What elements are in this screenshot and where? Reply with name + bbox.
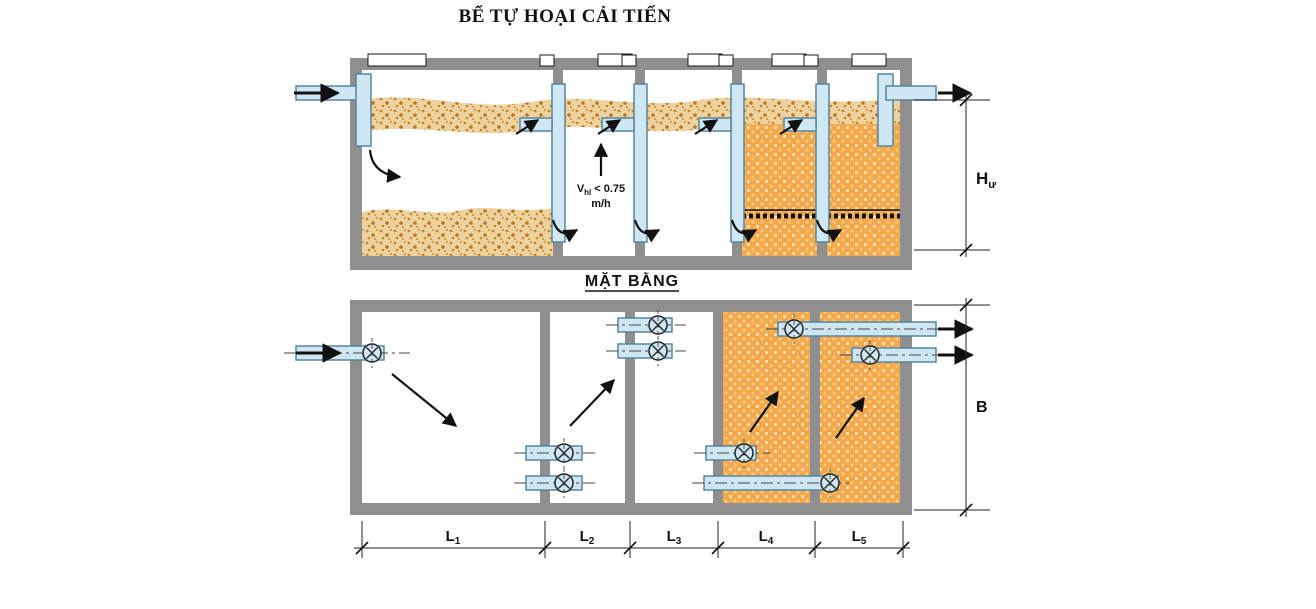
flow-arrow-pipe-outlet bbox=[633, 219, 661, 243]
dim-tick bbox=[959, 93, 973, 107]
dim-tick bbox=[959, 298, 973, 312]
vent-opening bbox=[539, 54, 555, 67]
dim-tick bbox=[959, 243, 973, 257]
length-dimensions: L1 L2 L3 L4 L5 bbox=[354, 521, 910, 558]
length-dim-label-2: L2 bbox=[580, 528, 595, 547]
length-dim-label-5: L5 bbox=[852, 528, 867, 547]
cover-slab bbox=[771, 53, 807, 67]
flow-arrow-chamber1 bbox=[368, 149, 402, 183]
top-cover-slabs bbox=[367, 53, 887, 67]
dim-tick bbox=[959, 503, 973, 517]
plan-title-text: MẶT BẰNG bbox=[585, 271, 679, 290]
outlet-assembly bbox=[877, 73, 972, 147]
flow-arrow-into-pipe bbox=[694, 119, 719, 135]
length-dim-label-4: L4 bbox=[759, 528, 774, 547]
outlet-pipe-horizontal bbox=[885, 85, 937, 101]
inlet-tee-vertical bbox=[355, 73, 372, 147]
height-dim-label: Hư bbox=[976, 169, 996, 191]
filter-media-chamber4 bbox=[742, 124, 817, 256]
inlet-assembly bbox=[294, 73, 402, 183]
height-dimension: Hư bbox=[914, 93, 996, 257]
cover-slab bbox=[687, 53, 723, 67]
velocity-annotation: Vhl< 0.75 m/h bbox=[577, 142, 625, 210]
divider-wall-2 bbox=[625, 312, 635, 503]
velocity-label-line1: Vhl< 0.75 bbox=[577, 183, 625, 197]
flow-arrow-chamber5 bbox=[835, 396, 865, 439]
plan-crossover-pipe-lower-4 bbox=[692, 468, 852, 498]
plan-crossover-pipe-lower-1 bbox=[514, 438, 596, 468]
cover-slab bbox=[367, 53, 427, 67]
flow-arrow-into-pipe bbox=[779, 119, 804, 135]
vent-opening bbox=[803, 54, 819, 67]
length-dim-label-1: L1 bbox=[446, 528, 461, 547]
sludge-blob bbox=[362, 208, 553, 256]
flow-arrow-pipe-outlet bbox=[815, 219, 843, 243]
plan-outlet-pipe-1 bbox=[766, 314, 974, 344]
flow-arrow-into-pipe bbox=[515, 119, 540, 135]
divider-wall-4 bbox=[810, 312, 820, 503]
plan-crossover-pipe-upper-2 bbox=[606, 336, 686, 366]
vent-opening bbox=[621, 54, 637, 67]
sludge-layer bbox=[362, 208, 553, 256]
dim-tick bbox=[896, 541, 910, 555]
plan-crossover-pipe-lower-2 bbox=[514, 468, 596, 498]
baffle-pipe-vertical bbox=[551, 83, 566, 243]
baffle-pipe-1 bbox=[515, 83, 579, 243]
filter-support-band bbox=[742, 209, 900, 219]
baffle-pipe-4 bbox=[779, 83, 843, 243]
baffle-pipe-2 bbox=[597, 83, 661, 243]
plan-crossover-pipe-lower-3 bbox=[694, 438, 770, 468]
flow-arrow-chamber4 bbox=[749, 390, 779, 433]
baffle-pipe-3 bbox=[694, 83, 758, 243]
dim-tick bbox=[355, 541, 369, 555]
dim-tick bbox=[538, 541, 552, 555]
flow-arrow-pipe-outlet bbox=[551, 219, 579, 243]
flow-arrow-into-pipe bbox=[597, 119, 622, 135]
plan-crossover-pipe-upper-1 bbox=[606, 310, 686, 340]
dim-tick bbox=[808, 541, 822, 555]
flow-arrow-chamber1 bbox=[391, 373, 458, 427]
outlet-tee-vertical bbox=[877, 73, 894, 147]
dim-tick bbox=[623, 541, 637, 555]
width-dimension: B bbox=[914, 298, 990, 517]
flow-arrow-pipe-outlet bbox=[730, 219, 758, 243]
section-view: Vhl< 0.75 m/h Hư bbox=[294, 53, 996, 270]
length-dim-label-3: L3 bbox=[667, 528, 682, 547]
filter-media-plan bbox=[723, 312, 900, 503]
diagram-title: BỂ TỰ HOẠI CẢI TIẾN bbox=[459, 5, 672, 27]
divider-wall-1 bbox=[540, 312, 550, 503]
divider-wall-3 bbox=[713, 312, 723, 503]
baffle-pipe-vertical bbox=[815, 83, 830, 243]
plan-inlet-pipe bbox=[284, 338, 410, 368]
vent-opening bbox=[718, 54, 734, 67]
width-dim-label: B bbox=[976, 399, 988, 416]
baffle-pipe-vertical bbox=[633, 83, 648, 243]
plan-dividers bbox=[540, 312, 820, 503]
plan-view: B L1 L2 L3 L4 L5 bbox=[284, 298, 990, 558]
flow-arrow-chamber2 bbox=[569, 378, 615, 427]
velocity-label-line2: m/h bbox=[591, 198, 611, 210]
plan-flow-arrows bbox=[391, 373, 865, 439]
baffle-pipe-vertical bbox=[730, 83, 745, 243]
dim-tick bbox=[711, 541, 725, 555]
plan-view-title: MẶT BẰNG bbox=[585, 271, 679, 292]
cover-slab bbox=[851, 53, 887, 67]
